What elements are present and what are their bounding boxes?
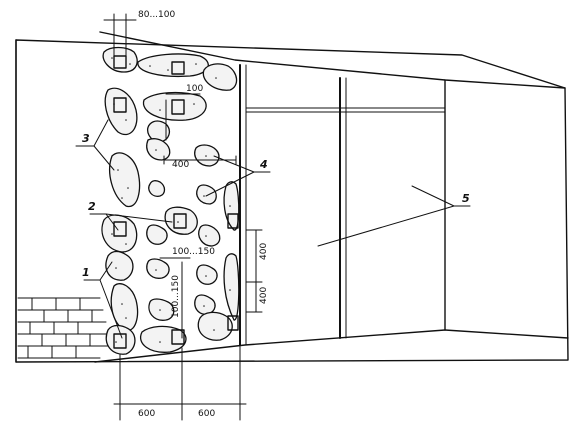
brick-wall-corner bbox=[17, 297, 111, 359]
dim-bottom-left: 600 bbox=[138, 409, 155, 419]
marker-1: 1 bbox=[82, 266, 90, 279]
beacon-rails bbox=[239, 64, 446, 346]
leader-lines bbox=[75, 119, 471, 339]
beacon-marks bbox=[113, 55, 239, 349]
marker-4: 4 bbox=[259, 158, 268, 171]
marker-3: 3 bbox=[82, 132, 90, 145]
dim-bottom-right: 600 bbox=[198, 409, 215, 419]
dim-small: 100 bbox=[186, 84, 203, 94]
plaster-spots bbox=[101, 46, 240, 355]
marker-2: 2 bbox=[88, 200, 96, 213]
dim-top-width: 80...100 bbox=[138, 10, 175, 20]
dimension-lines bbox=[103, 13, 263, 421]
dim-vertical-text: 100...150 bbox=[171, 275, 181, 318]
dim-spacing-diag: 100...150 bbox=[172, 247, 215, 257]
room-outline bbox=[15, 31, 569, 363]
dim-vert-b: 400 bbox=[259, 287, 269, 304]
marker-5: 5 bbox=[462, 192, 470, 205]
dim-vert-a: 400 bbox=[259, 243, 269, 260]
dim-spacing-h: 400 bbox=[172, 160, 189, 170]
